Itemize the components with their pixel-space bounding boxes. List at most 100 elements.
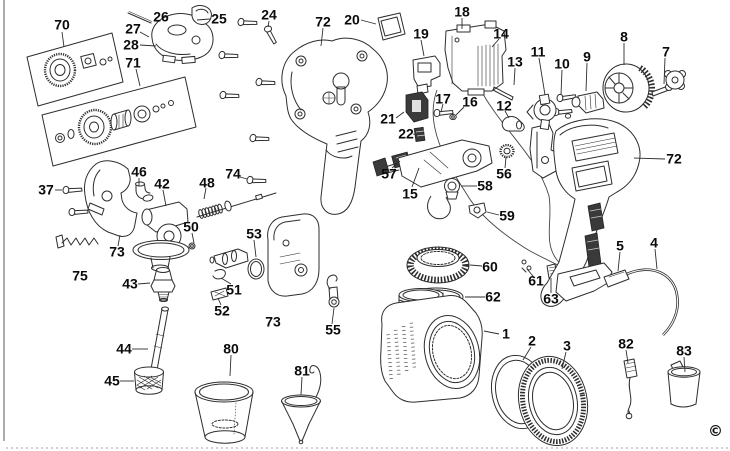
part-label-52: 52 xyxy=(214,303,230,319)
leader-line-22 xyxy=(412,133,418,136)
leader-line-17 xyxy=(440,103,444,113)
part-19-switch xyxy=(412,55,441,95)
part-3-lid-ring xyxy=(517,355,589,447)
part-label-14: 14 xyxy=(493,26,509,42)
leader-line-7 xyxy=(663,57,666,85)
part-7-spreader-adjuster xyxy=(651,70,686,97)
part-44-suction-tube xyxy=(150,306,169,371)
leader-line-16 xyxy=(455,106,465,116)
leader-line-10 xyxy=(560,69,563,96)
part-13-pin xyxy=(492,86,514,101)
part-label-5: 5 xyxy=(616,238,624,254)
part-83-brush-cup xyxy=(667,360,701,408)
part-label-19: 19 xyxy=(413,26,429,42)
part-label-8: 8 xyxy=(620,29,628,45)
part-80-measuring-cup xyxy=(194,381,254,444)
part-label-60: 60 xyxy=(482,259,498,275)
part-1-paint-container xyxy=(380,288,483,403)
part-42-pump-assembly xyxy=(132,201,190,272)
leader-line-56 xyxy=(504,156,507,169)
leader-line-1 xyxy=(483,330,500,335)
part-label-72: 72 xyxy=(666,151,682,167)
leader-line-9 xyxy=(585,62,588,92)
part-72-right-housing xyxy=(540,118,641,307)
leader-line-60 xyxy=(469,264,483,267)
part-label-72: 72 xyxy=(315,14,331,30)
leader-line-20 xyxy=(360,19,377,25)
part-label-43: 43 xyxy=(122,276,138,292)
leader-lines xyxy=(55,18,686,396)
part-5-cord-boot xyxy=(603,269,630,288)
leader-line-81 xyxy=(300,376,303,396)
part-label-82: 82 xyxy=(618,336,634,352)
leader-line-19 xyxy=(420,39,425,57)
leader-line-71 xyxy=(135,68,141,87)
leader-line-3 xyxy=(561,351,567,370)
part-58-clamp xyxy=(444,178,460,200)
part-label-51: 51 xyxy=(226,282,242,298)
leader-line-25 xyxy=(196,18,211,21)
part-4-power-cord xyxy=(626,268,679,336)
part-48-74-needle-assembly xyxy=(196,192,277,219)
part-12-nozzle-tip xyxy=(501,116,525,132)
part-73-housing-bracket xyxy=(84,160,138,237)
leader-line-51 xyxy=(220,277,232,285)
part-72-left-housing xyxy=(281,37,388,215)
leader-line-12 xyxy=(504,110,510,119)
leader-line-42 xyxy=(162,189,167,207)
part-label-48: 48 xyxy=(199,175,215,191)
leader-line-2 xyxy=(522,346,532,361)
part-label-55: 55 xyxy=(325,322,341,338)
part-label-42: 42 xyxy=(154,176,170,192)
part-label-57: 57 xyxy=(381,166,397,182)
part-label-50: 50 xyxy=(183,219,199,235)
part-label-4: 4 xyxy=(650,235,658,251)
part-label-61: 61 xyxy=(528,273,544,289)
part-label-83: 83 xyxy=(676,343,692,359)
part-label-17: 17 xyxy=(435,91,451,107)
leader-line-13 xyxy=(513,67,516,86)
part-label-26: 26 xyxy=(153,9,169,25)
part-label-75: 75 xyxy=(72,268,88,284)
part-label-59: 59 xyxy=(499,208,515,224)
part-81-viscosity-cup xyxy=(281,365,322,445)
part-label-7: 7 xyxy=(662,44,670,60)
part-label-74: 74 xyxy=(225,166,241,182)
part-75-spring xyxy=(55,234,99,249)
part-label-53: 53 xyxy=(246,226,262,242)
leader-line-59 xyxy=(486,211,500,216)
part-16-nut xyxy=(449,113,457,121)
leader-line-61 xyxy=(526,268,534,277)
part-25-cover-clip xyxy=(191,5,212,25)
part-21-heater-block xyxy=(405,91,429,123)
part-label-2: 2 xyxy=(528,333,536,349)
leader-line-27 xyxy=(139,31,150,38)
part-label-1: 1 xyxy=(502,326,510,342)
part-label-70: 70 xyxy=(54,17,70,33)
leader-line-53 xyxy=(253,239,257,258)
part-71-turbine-kit-box xyxy=(41,76,197,167)
leader-line-57 xyxy=(391,160,401,169)
part-70-seal-kit-box xyxy=(26,32,124,107)
part-label-12: 12 xyxy=(496,98,512,114)
part-55-hanging-hook xyxy=(326,274,340,308)
leader-line-28 xyxy=(139,44,157,47)
part-label-45: 45 xyxy=(104,373,120,389)
part-label-71: 71 xyxy=(125,55,141,71)
part-label-73: 73 xyxy=(265,314,281,330)
part-26-hinge-pin xyxy=(127,11,153,24)
leader-line-48 xyxy=(203,187,207,200)
part-61-fasteners xyxy=(521,259,532,273)
part-label-18: 18 xyxy=(454,4,470,20)
part-label-44: 44 xyxy=(116,341,132,357)
part-label-63: 63 xyxy=(543,291,559,307)
part-label-11: 11 xyxy=(531,44,546,60)
leader-line-74 xyxy=(239,176,248,180)
leader-line-14 xyxy=(491,38,500,48)
part-label-20: 20 xyxy=(344,12,360,28)
part-label-13: 13 xyxy=(507,54,523,70)
part-label-27: 27 xyxy=(125,21,141,37)
leader-line-55 xyxy=(331,307,335,325)
page-border xyxy=(3,0,730,449)
